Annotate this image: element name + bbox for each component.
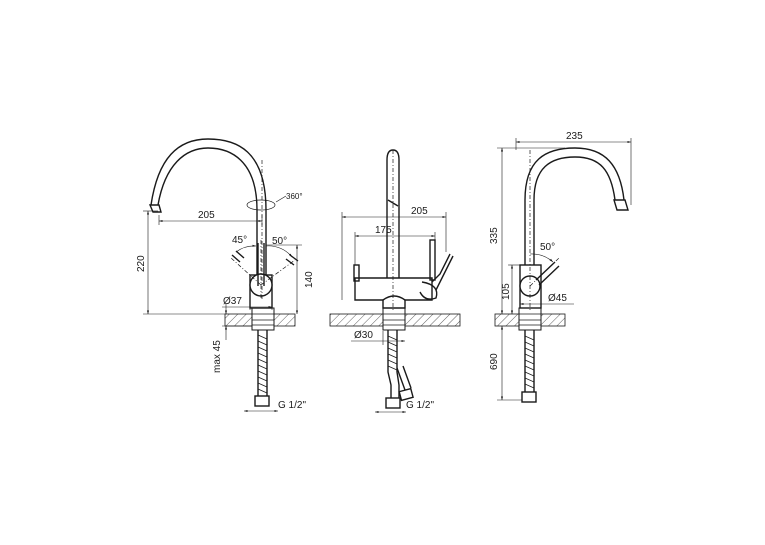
reach-label-left: 205 (198, 210, 215, 221)
spout-right (524, 147, 625, 265)
height-total-label-right: 335 (489, 227, 500, 244)
thread-label-left: G 1/2" (278, 400, 306, 411)
max-thickness-label: max 45 (212, 340, 223, 373)
rotation-label: 360° (286, 192, 303, 201)
middle-view: G 1/2" 205 175 Ø30 (329, 149, 461, 414)
pipe-diameter-label: Ø30 (354, 330, 373, 341)
reach-label-right: 235 (566, 131, 583, 142)
height-lever-label: 140 (304, 271, 315, 288)
width-outer-label: 205 (411, 206, 428, 217)
lever-angle-left-label: 45° (232, 235, 247, 246)
right-view: 50° 235 335 105 Ø45 690 (489, 131, 632, 403)
hose-length-label: 690 (489, 353, 500, 370)
spout-left (157, 147, 258, 275)
lever-angle-right-label: 50° (272, 236, 287, 247)
height-body-label: 105 (501, 283, 512, 300)
mount-nut-left (251, 307, 275, 331)
mount-nut-middle (382, 307, 406, 331)
left-view: G 1/2" 45° 50° 360° 205 2 (136, 138, 315, 413)
body-diameter-label-right: Ø45 (548, 293, 567, 304)
lever-angle-label-right: 50° (540, 242, 555, 253)
thread-label-middle: G 1/2" (406, 400, 434, 411)
height-total-label-left: 220 (136, 255, 147, 272)
body-diameter-label-left: Ø37 (223, 296, 242, 307)
mount-nut-right (518, 307, 542, 331)
width-inner-label: 175 (375, 225, 392, 236)
